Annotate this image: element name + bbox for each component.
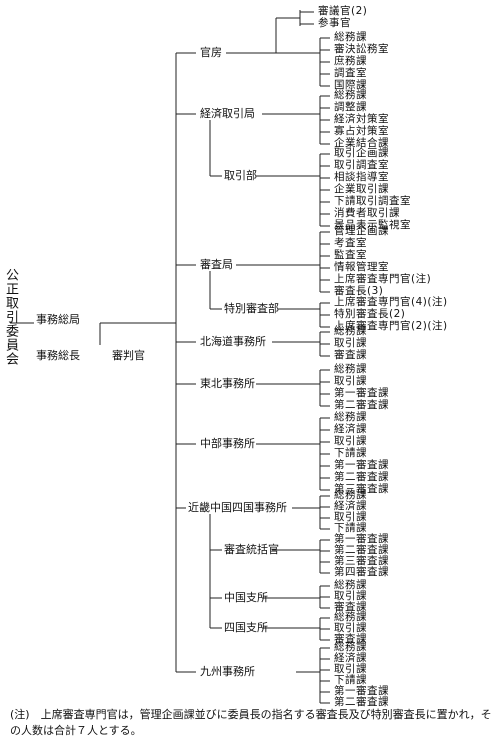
unit-torihiki-2: 相談指導室 xyxy=(334,171,389,183)
unit-chugoku-0: 総務課 xyxy=(334,579,367,591)
office-kyushu: 九州事務所 xyxy=(200,665,255,678)
secretary-general-label: 事務総長 xyxy=(36,349,80,362)
hearing-examiner-label: 審判官 xyxy=(112,349,145,362)
unit-kanbo-4: 国際課 xyxy=(334,79,367,91)
office-shinsa_tokatsu: 審査統括官 xyxy=(224,543,279,556)
unit-kanbo-3: 調査室 xyxy=(334,67,367,79)
top-official-1: 参事官 xyxy=(318,17,351,29)
unit-chubu-3: 下請課 xyxy=(334,447,367,459)
office-torihiki: 取引部 xyxy=(224,169,257,182)
root-label: 公正取引委員会 xyxy=(3,268,18,366)
unit-torihiki-5: 消費者取引課 xyxy=(334,207,400,219)
unit-chubu-6: 第三審査課 xyxy=(334,483,389,495)
unit-tohoku-3: 第二審査課 xyxy=(334,399,389,411)
office-hokkaido: 北海道事務所 xyxy=(200,335,266,348)
unit-shinsa_tokatsu-0: 第一審査課 xyxy=(334,533,389,545)
unit-shinsa_tokatsu-3: 第四審査課 xyxy=(334,566,389,578)
unit-kyushu-3: 下請課 xyxy=(334,674,367,686)
unit-kinki-3: 下請課 xyxy=(334,522,367,534)
office-tohoku: 東北事務所 xyxy=(200,377,255,390)
office-kanbo: 官房 xyxy=(200,46,222,59)
unit-torihiki-4: 下請取引調査室 xyxy=(334,195,411,207)
unit-chubu-0: 総務課 xyxy=(334,411,367,423)
office-kinki: 近畿中国四国事務所 xyxy=(188,501,287,514)
unit-kinki-2: 取引課 xyxy=(334,511,367,523)
unit-kanbo-2: 庶務課 xyxy=(334,55,367,67)
unit-chubu-4: 第一審査課 xyxy=(334,459,389,471)
unit-torihiki-6: 景品表示監視室 xyxy=(334,219,411,231)
unit-keizai-2: 経済対策室 xyxy=(334,113,389,125)
unit-kanbo-0: 総務課 xyxy=(334,31,367,43)
unit-chubu-2: 取引課 xyxy=(334,435,367,447)
unit-kinki-0: 総務課 xyxy=(334,489,367,501)
unit-keizai-1: 調整課 xyxy=(334,101,367,113)
unit-tokubetsu-0: 上席審査専門官(4)(注) xyxy=(334,296,448,308)
unit-shinsa-3: 情報管理室 xyxy=(334,261,389,273)
footnote: (注) 上席審査専門官は，管理企画課並びに委員長の指名する審査長及び特別審査長に… xyxy=(10,708,492,737)
unit-shikoku-1: 取引課 xyxy=(334,622,367,634)
unit-kyushu-2: 取引課 xyxy=(334,663,367,675)
unit-shinsa-1: 考査室 xyxy=(334,237,367,249)
unit-shinsa_tokatsu-1: 第二審査課 xyxy=(334,544,389,556)
office-shinsa: 審査局 xyxy=(200,258,233,271)
unit-shinsa-5: 審査長(3) xyxy=(334,285,384,297)
unit-hokkaido-0: 総務課 xyxy=(334,325,367,337)
unit-kyushu-4: 第一審査課 xyxy=(334,685,389,697)
unit-hokkaido-2: 審査課 xyxy=(334,349,367,361)
unit-torihiki-0: 取引企画課 xyxy=(334,147,389,159)
unit-keizai-3: 寡占対策室 xyxy=(334,125,389,137)
unit-tokubetsu-2: 上席審査専門官(2)(注) xyxy=(334,320,448,332)
unit-keizai-0: 総務課 xyxy=(334,89,367,101)
unit-shinsa-4: 上席審査専門官(注) xyxy=(334,273,432,285)
unit-kanbo-1: 審決訟務室 xyxy=(334,43,389,55)
unit-tokubetsu-1: 特別審査長(2) xyxy=(334,308,406,320)
unit-kyushu-5: 第二審査課 xyxy=(334,696,389,708)
unit-chugoku-1: 取引課 xyxy=(334,590,367,602)
unit-tohoku-2: 第一審査課 xyxy=(334,387,389,399)
unit-shinsa-0: 管理企画課 xyxy=(334,225,389,237)
office-shikoku: 四国支所 xyxy=(224,621,268,634)
office-tokubetsu: 特別審査部 xyxy=(224,302,279,315)
unit-keizai-4: 企業結合課 xyxy=(334,137,389,149)
unit-shinsa-2: 監査室 xyxy=(334,249,367,261)
unit-kinki-1: 経済課 xyxy=(334,500,367,512)
unit-kyushu-0: 総務課 xyxy=(334,641,367,653)
unit-chubu-1: 経済課 xyxy=(334,423,367,435)
office-chugoku: 中国支所 xyxy=(224,591,268,604)
unit-shikoku-0: 総務課 xyxy=(334,611,367,623)
unit-shinsa_tokatsu-2: 第三審査課 xyxy=(334,555,389,567)
unit-shikoku-2: 審査課 xyxy=(334,633,367,645)
office-chubu: 中部事務所 xyxy=(200,437,255,450)
top-official-0: 審議官(2) xyxy=(318,5,368,17)
unit-hokkaido-1: 取引課 xyxy=(334,337,367,349)
unit-torihiki-3: 企業取引課 xyxy=(334,183,389,195)
secretariat-label: 事務総局 xyxy=(36,313,80,326)
unit-chugoku-2: 審査課 xyxy=(334,601,367,613)
unit-chubu-5: 第二審査課 xyxy=(334,471,389,483)
unit-tohoku-1: 取引課 xyxy=(334,375,367,387)
unit-torihiki-1: 取引調査室 xyxy=(334,159,389,171)
unit-tohoku-0: 総務課 xyxy=(334,363,367,375)
unit-kyushu-1: 経済課 xyxy=(334,652,367,664)
office-keizai: 経済取引局 xyxy=(200,107,255,120)
